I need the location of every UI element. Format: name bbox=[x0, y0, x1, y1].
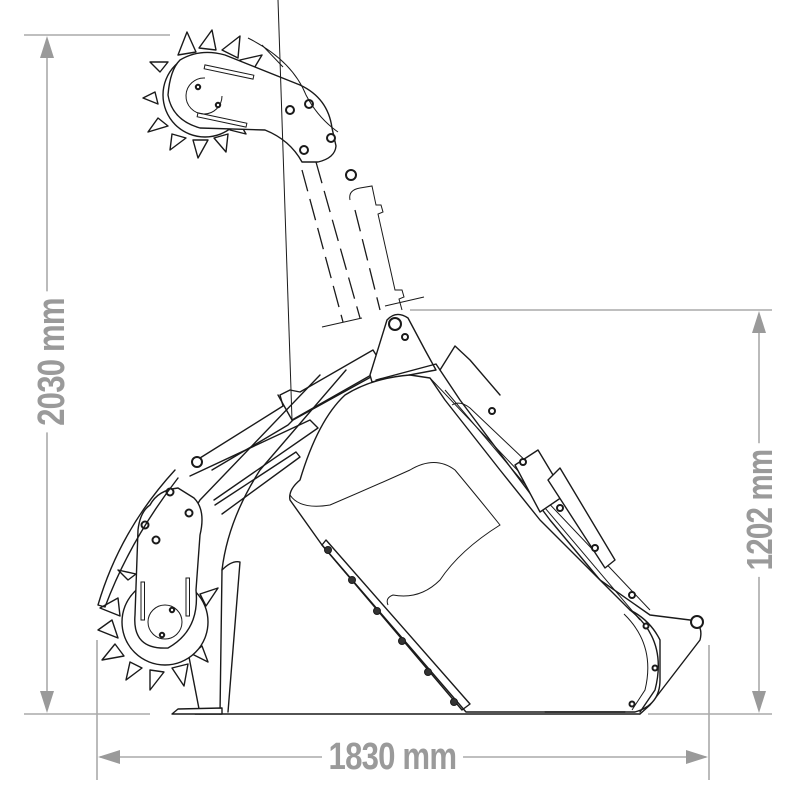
raised-arm-dashed bbox=[301, 161, 425, 328]
total-height-label: 2030 mm bbox=[31, 291, 73, 433]
pivot-height-label: 1202 mm bbox=[739, 443, 780, 577]
lower-crusher-drum bbox=[97, 469, 241, 715]
raised-crusher-drum bbox=[142, 29, 339, 163]
bucket-body bbox=[176, 345, 704, 715]
width-label: 1830 mm bbox=[322, 738, 463, 776]
dimension-pivot-height bbox=[410, 309, 772, 715]
